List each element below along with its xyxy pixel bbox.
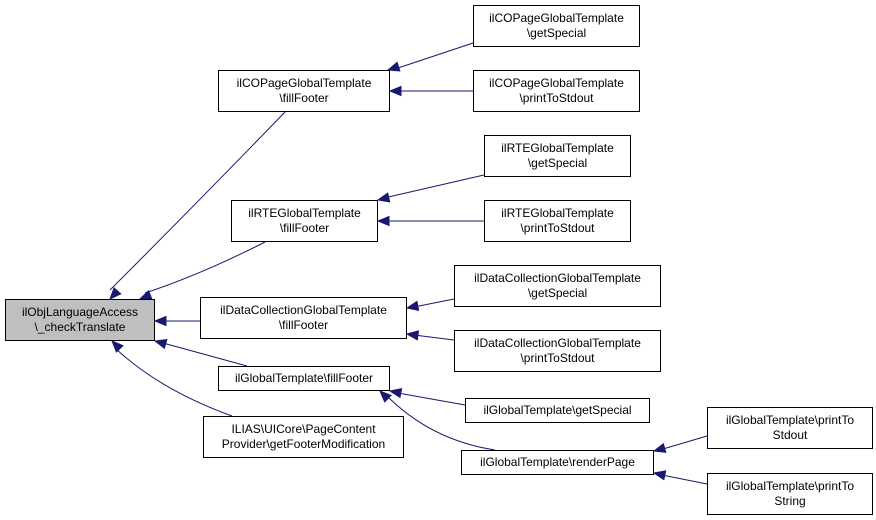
edge-cop-fill-footer-to-check-translate-arrowhead [109, 286, 122, 300]
edge-dc-fill-footer-to-check-translate-arrowhead [153, 315, 167, 327]
node-dc-print-stdout-line2: \printToStdout [520, 351, 595, 365]
node-rte-fill-footer-line2: \fillFooter [279, 221, 330, 235]
node-rte-fill-footer[interactable]: ilRTEGlobalTemplate \fillFooter [231, 200, 378, 242]
edge-gt-get-special-to-gt-fill-footer-arrowhead [388, 387, 403, 399]
edge-ilias-footer-to-check-translate-arrowhead [111, 340, 124, 353]
node-gt-get-special[interactable]: ilGlobalTemplate\getSpecial [465, 398, 650, 423]
edge-dc-fill-footer-to-check-translate [153, 315, 200, 327]
node-dc-get-special[interactable]: ilDataCollectionGlobalTemplate \getSpeci… [454, 265, 661, 307]
edge-rte-print-stdout-to-rte-fill-footer [376, 215, 484, 227]
edge-rte-print-stdout-to-rte-fill-footer-arrowhead [376, 215, 390, 227]
node-rte-fill-footer-line1: ilRTEGlobalTemplate [248, 206, 361, 220]
node-gt-fill-footer-line1: ilGlobalTemplate\fillFooter [234, 371, 374, 385]
node-dc-fill-footer[interactable]: ilDataCollectionGlobalTemplate \fillFoot… [200, 297, 407, 339]
edge-dc-print-stdout-to-dc-fill-footer-line [413, 334, 455, 341]
node-dc-get-special-line1: ilDataCollectionGlobalTemplate [474, 271, 641, 285]
edge-cop-fill-footer-to-check-translate [109, 111, 286, 300]
node-check-translate: ilObjLanguageAccess \_checkTranslate [5, 299, 155, 341]
edge-cop-get-special-to-cop-fill-footer [386, 42, 474, 72]
node-gt-print-stdout[interactable]: ilGlobalTemplate\printTo Stdout [707, 407, 873, 449]
edge-cop-fill-footer-to-check-translate-line [109, 111, 286, 291]
node-ilias-footer-modification-line2: Provider\getFooterModification [221, 437, 386, 451]
edge-gt-print-string-to-gt-render-page-line [661, 474, 708, 485]
edge-gt-print-stdout-to-gt-render-page [652, 435, 708, 453]
node-gt-render-page[interactable]: ilGlobalTemplate\renderPage [461, 450, 654, 475]
node-gt-print-stdout-line1: ilGlobalTemplate\printTo [725, 413, 855, 427]
node-dc-print-stdout-line1: ilDataCollectionGlobalTemplate [474, 336, 641, 350]
edge-gt-print-string-to-gt-render-page-arrowhead [652, 470, 667, 481]
node-rte-print-stdout-line2: \printToStdout [520, 221, 595, 235]
edge-gt-fill-footer-to-check-translate [153, 338, 248, 367]
node-gt-fill-footer[interactable]: ilGlobalTemplate\fillFooter [218, 366, 390, 391]
node-rte-print-stdout[interactable]: ilRTEGlobalTemplate \printToStdout [484, 200, 631, 242]
node-cop-print-stdout[interactable]: ilCOPageGlobalTemplate \printToStdout [473, 70, 640, 112]
edge-cop-print-stdout-to-cop-fill-footer [388, 85, 473, 97]
node-rte-get-special[interactable]: ilRTEGlobalTemplate \getSpecial [484, 135, 631, 177]
edge-gt-render-page-to-gt-fill-footer-arrowhead [379, 390, 392, 403]
edge-gt-render-page-to-gt-fill-footer [379, 390, 496, 451]
node-rte-get-special-line1: ilRTEGlobalTemplate [501, 141, 614, 155]
edge-rte-get-special-to-rte-fill-footer-arrowhead [376, 192, 391, 203]
edge-rte-fill-footer-to-check-translate [138, 241, 266, 300]
edge-rte-get-special-to-rte-fill-footer [376, 174, 485, 203]
node-gt-print-string[interactable]: ilGlobalTemplate\printTo String [707, 473, 873, 515]
node-dc-get-special-line2: \getSpecial [527, 286, 588, 300]
edge-gt-render-page-to-gt-fill-footer-line [384, 393, 496, 451]
node-gt-print-string-line1: ilGlobalTemplate\printTo [725, 479, 855, 493]
edge-gt-print-stdout-to-gt-render-page-arrowhead [652, 442, 667, 453]
node-rte-get-special-line2: \getSpecial [527, 156, 588, 170]
node-dc-fill-footer-line2: \fillFooter [278, 318, 329, 332]
node-cop-print-stdout-line1: ilCOPageGlobalTemplate [489, 76, 624, 90]
edge-gt-get-special-to-gt-fill-footer-line [397, 392, 466, 406]
node-check-translate-line2: \_checkTranslate [34, 320, 126, 334]
node-cop-print-stdout-line2: \printToStdout [519, 91, 594, 105]
edge-dc-print-stdout-to-dc-fill-footer [405, 330, 455, 341]
edge-cop-get-special-to-cop-fill-footer-line [391, 42, 474, 71]
edge-ilias-footer-to-check-translate [111, 340, 233, 417]
node-cop-get-special[interactable]: ilCOPageGlobalTemplate \getSpecial [473, 5, 640, 47]
edge-rte-fill-footer-to-check-translate-arrowhead [138, 289, 153, 300]
node-cop-fill-footer[interactable]: ilCOPageGlobalTemplate \fillFooter [218, 70, 390, 112]
edge-gt-fill-footer-to-check-translate-arrowhead [153, 338, 168, 350]
node-check-translate-line1: ilObjLanguageAccess [21, 305, 139, 319]
edge-dc-get-special-to-dc-fill-footer [405, 298, 455, 311]
edge-dc-get-special-to-dc-fill-footer-line [413, 298, 455, 308]
node-gt-render-page-line1: ilGlobalTemplate\renderPage [480, 455, 635, 469]
edge-dc-get-special-to-dc-fill-footer-arrowhead [405, 300, 420, 311]
node-cop-fill-footer-line2: \fillFooter [279, 91, 329, 105]
node-cop-get-special-line2: \getSpecial [526, 26, 587, 40]
node-rte-print-stdout-line1: ilRTEGlobalTemplate [501, 206, 614, 220]
node-gt-get-special-line1: ilGlobalTemplate\getSpecial [483, 403, 632, 417]
edge-gt-print-string-to-gt-render-page [652, 470, 708, 485]
edge-cop-get-special-to-cop-fill-footer-arrowhead [386, 61, 401, 72]
node-ilias-footer-modification-line1: ILIAS\UICore\PageContent [231, 422, 376, 436]
edge-gt-get-special-to-gt-fill-footer [388, 387, 466, 406]
node-dc-fill-footer-line1: ilDataCollectionGlobalTemplate [220, 303, 387, 317]
edge-rte-get-special-to-rte-fill-footer-line [383, 174, 485, 199]
edge-rte-fill-footer-to-check-translate-line [144, 241, 266, 294]
node-gt-print-string-line2: String [774, 494, 806, 508]
edge-dc-print-stdout-to-dc-fill-footer-arrowhead [405, 330, 420, 341]
node-cop-fill-footer-line1: ilCOPageGlobalTemplate [236, 76, 372, 90]
edge-ilias-footer-to-check-translate-line [114, 347, 233, 417]
node-cop-get-special-line1: ilCOPageGlobalTemplate [489, 11, 624, 25]
edge-cop-print-stdout-to-cop-fill-footer-arrowhead [388, 85, 402, 97]
node-dc-print-stdout[interactable]: ilDataCollectionGlobalTemplate \printToS… [454, 330, 661, 372]
edge-gt-print-stdout-to-gt-render-page-line [662, 435, 708, 450]
node-ilias-footer-modification[interactable]: ILIAS\UICore\PageContent Provider\getFoo… [203, 416, 404, 458]
node-gt-print-stdout-line2: Stdout [772, 428, 808, 442]
edge-gt-fill-footer-to-check-translate-line [162, 342, 248, 367]
